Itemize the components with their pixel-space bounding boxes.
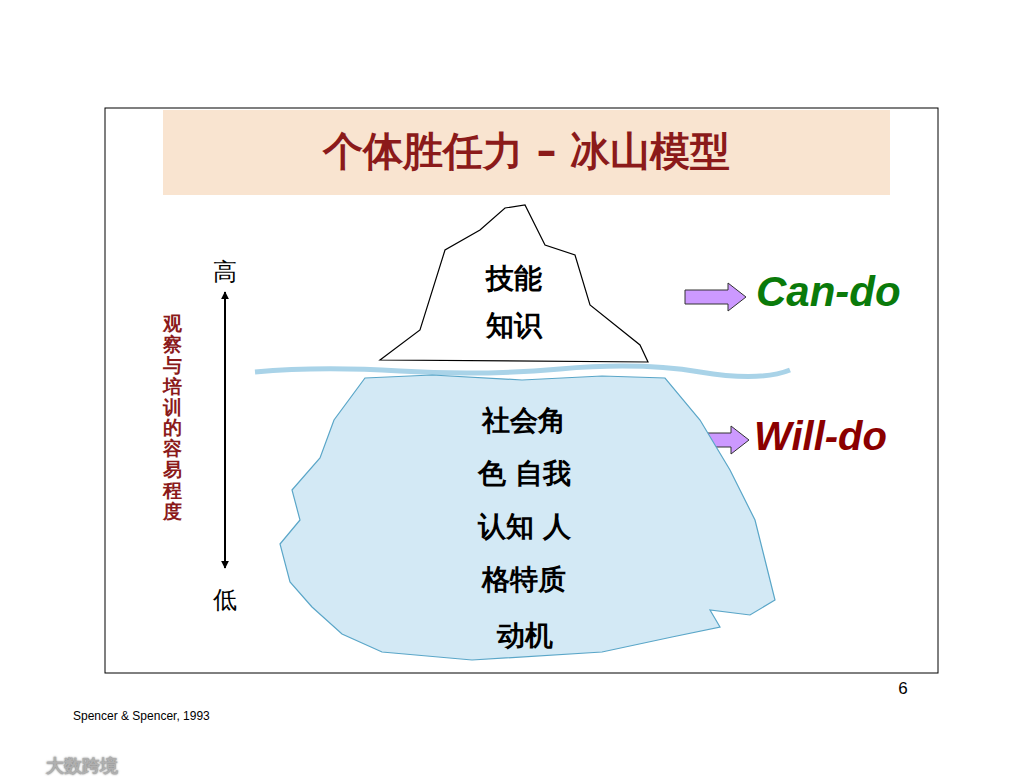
iceberg-underwater: 社会角色 自我认知 人格特质动机 bbox=[272, 372, 777, 667]
iceberg-text: 技能 知识 bbox=[482, 255, 546, 349]
scale-low: 低 bbox=[213, 584, 237, 616]
can-do-label: Can-do bbox=[756, 268, 901, 316]
source-note: Spencer & Spencer, 1993 bbox=[73, 709, 210, 723]
waterline bbox=[255, 366, 790, 376]
will-do-label: Will-do bbox=[754, 414, 887, 459]
iceberg-shape bbox=[380, 205, 648, 362]
can-do-arrow bbox=[685, 283, 746, 311]
scale-caption: 观察与培训的容易程度 bbox=[163, 313, 182, 522]
title-band bbox=[163, 110, 890, 195]
iceberg-shape bbox=[280, 375, 775, 660]
scale-arrow bbox=[224, 292, 226, 568]
iceberg-text: 社会角色 自我认知 人格特质 bbox=[474, 394, 575, 606]
slide-title: 个体胜任力 – 冰山模型 bbox=[163, 124, 890, 179]
iceberg-tip: 技能 知识 bbox=[378, 203, 650, 365]
slide-frame bbox=[105, 108, 938, 673]
watermark: 大数跨境 bbox=[46, 754, 118, 778]
iceberg-text: 动机 bbox=[483, 619, 567, 653]
page-number: 6 bbox=[898, 679, 907, 699]
scale-high: 高 bbox=[213, 256, 237, 288]
